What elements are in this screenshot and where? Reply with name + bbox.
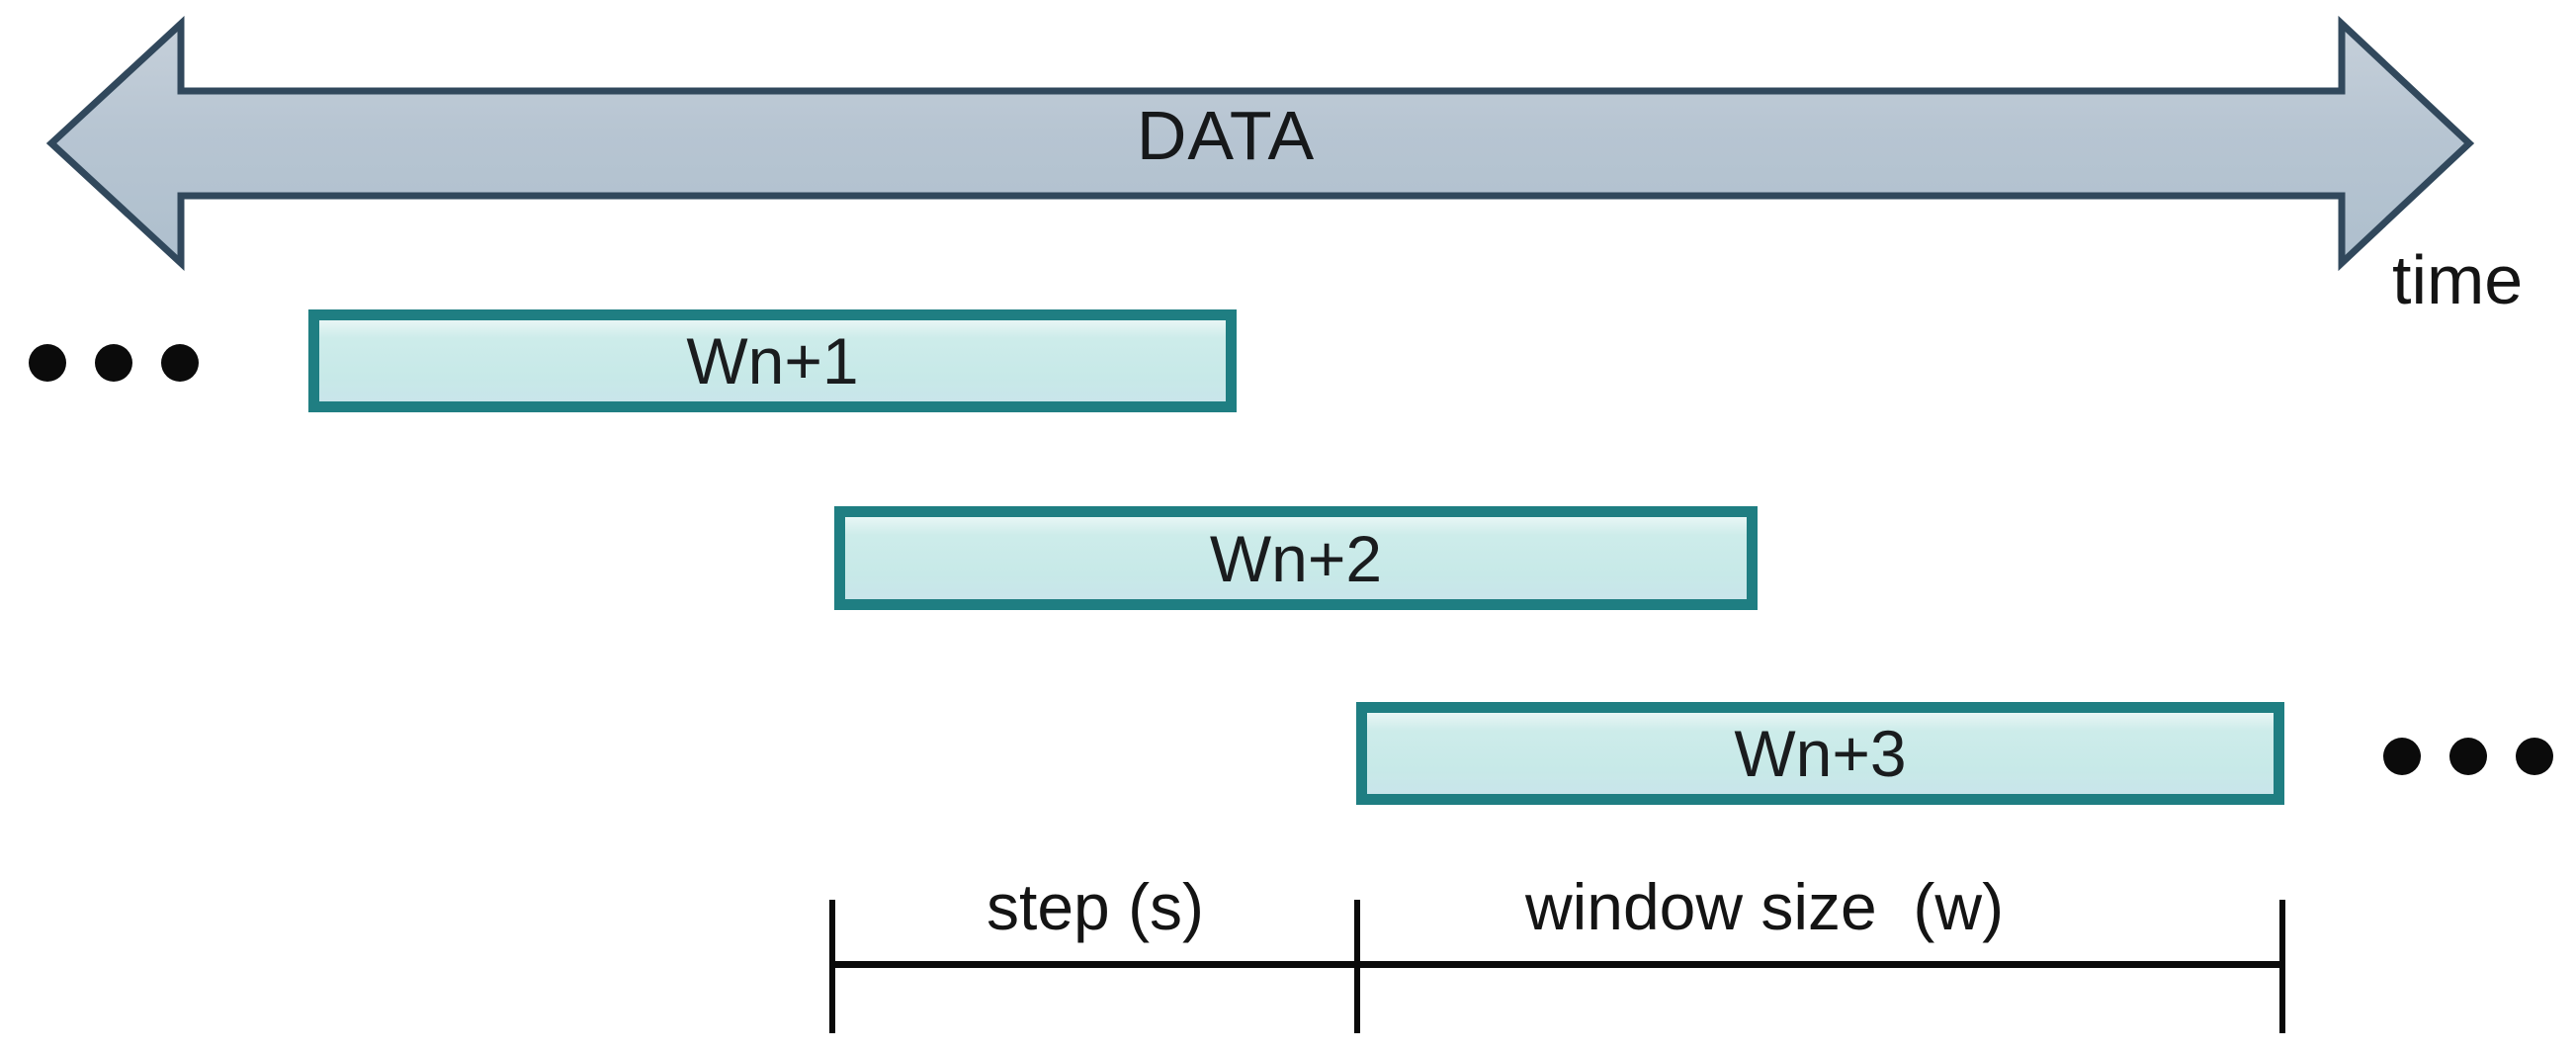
window-bar-label: Wn+1 [686,324,859,397]
data-arrow-label: DATA [1136,97,1316,174]
ellipsis-right-icon [2383,738,2553,775]
dot-icon [2383,738,2421,775]
window-bar-label: Wn+2 [1209,521,1383,595]
window-size-label: window size (w) [1524,870,2005,943]
ellipsis-left-icon [29,344,199,382]
dot-icon [2516,738,2553,775]
window-bar-wn3: Wn+3 [1356,702,2284,805]
ruler-tick-left [829,900,835,1033]
step-size-label: step (s) [986,870,1205,943]
window-bar-label: Wn+3 [1734,717,1907,790]
ruler-tick-right [2279,900,2285,1033]
dot-icon [161,344,199,382]
dot-icon [2449,738,2487,775]
double-arrow-icon [45,15,2475,272]
ruler-tick-middle [1354,900,1360,1033]
ruler-baseline [832,961,2283,968]
time-axis-label: time [2392,241,2524,318]
window-bar-wn2: Wn+2 [834,506,1758,610]
window-bar-wn1: Wn+1 [308,309,1237,412]
dot-icon [95,344,132,382]
dot-icon [29,344,66,382]
